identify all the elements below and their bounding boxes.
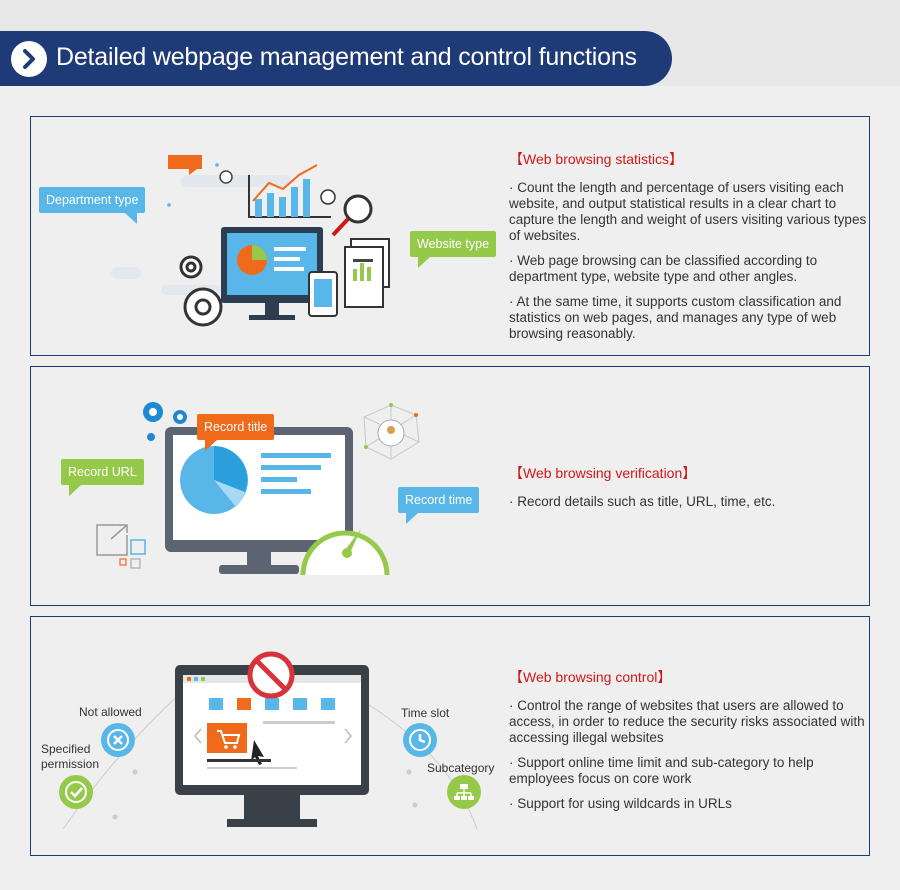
bullet-text: · At the same time, it supports custom c… xyxy=(509,294,842,341)
record-url-label: Record URL xyxy=(61,459,144,496)
section-web-browsing-control: Not allowed Specified permission Time sl… xyxy=(30,616,870,856)
section-title: 【Web browsing control】 xyxy=(509,669,672,685)
record-time-label: Record time xyxy=(398,487,480,524)
record-title-label: Record title xyxy=(197,414,275,451)
department-type-label: Department type xyxy=(39,187,146,224)
not-allowed-label: Not allowed xyxy=(79,705,142,719)
bullet-text: · Support for using wildcards in URLs xyxy=(509,796,732,811)
specified-permission-label: Specified permission xyxy=(41,742,99,772)
verification-illustration xyxy=(31,367,501,605)
specified-line: Specified xyxy=(41,742,91,756)
magnifier-icon xyxy=(331,194,373,237)
permission-line: permission xyxy=(41,757,100,771)
document-icon xyxy=(344,238,390,308)
statistics-text: 【Web browsing statistics】 · Count the le… xyxy=(509,151,869,351)
section-web-browsing-statistics: Department type Website type 【Web browsi… xyxy=(30,116,870,356)
statistics-illustration xyxy=(31,117,501,355)
bullet-text: · Record details such as title, URL, tim… xyxy=(509,494,776,509)
bullet-text: · Support online time limit and sub-cate… xyxy=(509,755,814,786)
page-title: Detailed webpage management and control … xyxy=(56,43,637,71)
website-type-label: Website type xyxy=(410,231,497,268)
bullet-text: · Count the length and percentage of use… xyxy=(509,180,867,243)
chevron-right-icon xyxy=(11,41,47,77)
control-illustration xyxy=(31,617,501,855)
bullet-text: · Control the range of websites that use… xyxy=(509,698,865,745)
gauge-icon xyxy=(300,529,390,576)
section-web-browsing-verification: Record title Record URL Record time 【Web… xyxy=(30,366,870,606)
close-icon xyxy=(101,723,135,757)
gear-icon xyxy=(179,255,223,327)
bullet-text: · Web page browsing can be classified ac… xyxy=(509,253,818,284)
share-icon xyxy=(96,524,128,556)
section-title: 【Web browsing statistics】 xyxy=(509,151,684,167)
speech-icon xyxy=(168,155,202,175)
verification-text: 【Web browsing verification】 · Record det… xyxy=(509,465,869,519)
pie-chart-icon xyxy=(221,227,323,320)
control-text: 【Web browsing control】 · Control the ran… xyxy=(509,669,869,821)
clock-icon xyxy=(403,723,437,757)
time-slot-label: Time slot xyxy=(401,706,450,720)
header-banner: Detailed webpage management and control … xyxy=(0,31,672,86)
section-title: 【Web browsing verification】 xyxy=(509,465,697,481)
sitemap-icon xyxy=(447,775,481,809)
user-network-icon xyxy=(363,403,420,460)
phone-icon xyxy=(308,271,338,317)
check-icon xyxy=(59,775,93,809)
pie-chart-icon xyxy=(180,446,248,514)
gear-icon xyxy=(143,402,187,441)
bar-chart-icon xyxy=(248,164,331,218)
subcategory-label: Subcategory xyxy=(427,761,495,775)
forbidden-icon xyxy=(247,651,295,699)
